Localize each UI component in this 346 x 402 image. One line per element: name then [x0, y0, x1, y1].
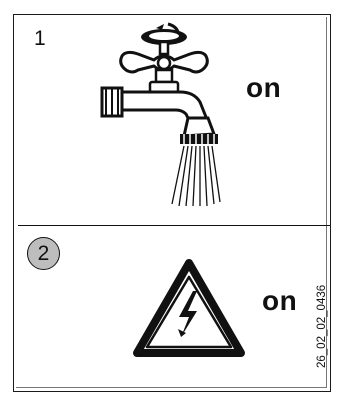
document-code: 26_02_02_0436 — [316, 285, 328, 368]
power-on-label: on — [262, 285, 297, 317]
tap-on-label: on — [246, 72, 281, 104]
step-1-number: 1 — [34, 28, 46, 49]
step-2-badge: 2 — [27, 237, 60, 270]
step-2-number: 2 — [38, 242, 50, 266]
electric-hazard-icon — [131, 257, 247, 359]
section-divider — [18, 225, 330, 226]
water-tap-icon — [96, 22, 232, 208]
